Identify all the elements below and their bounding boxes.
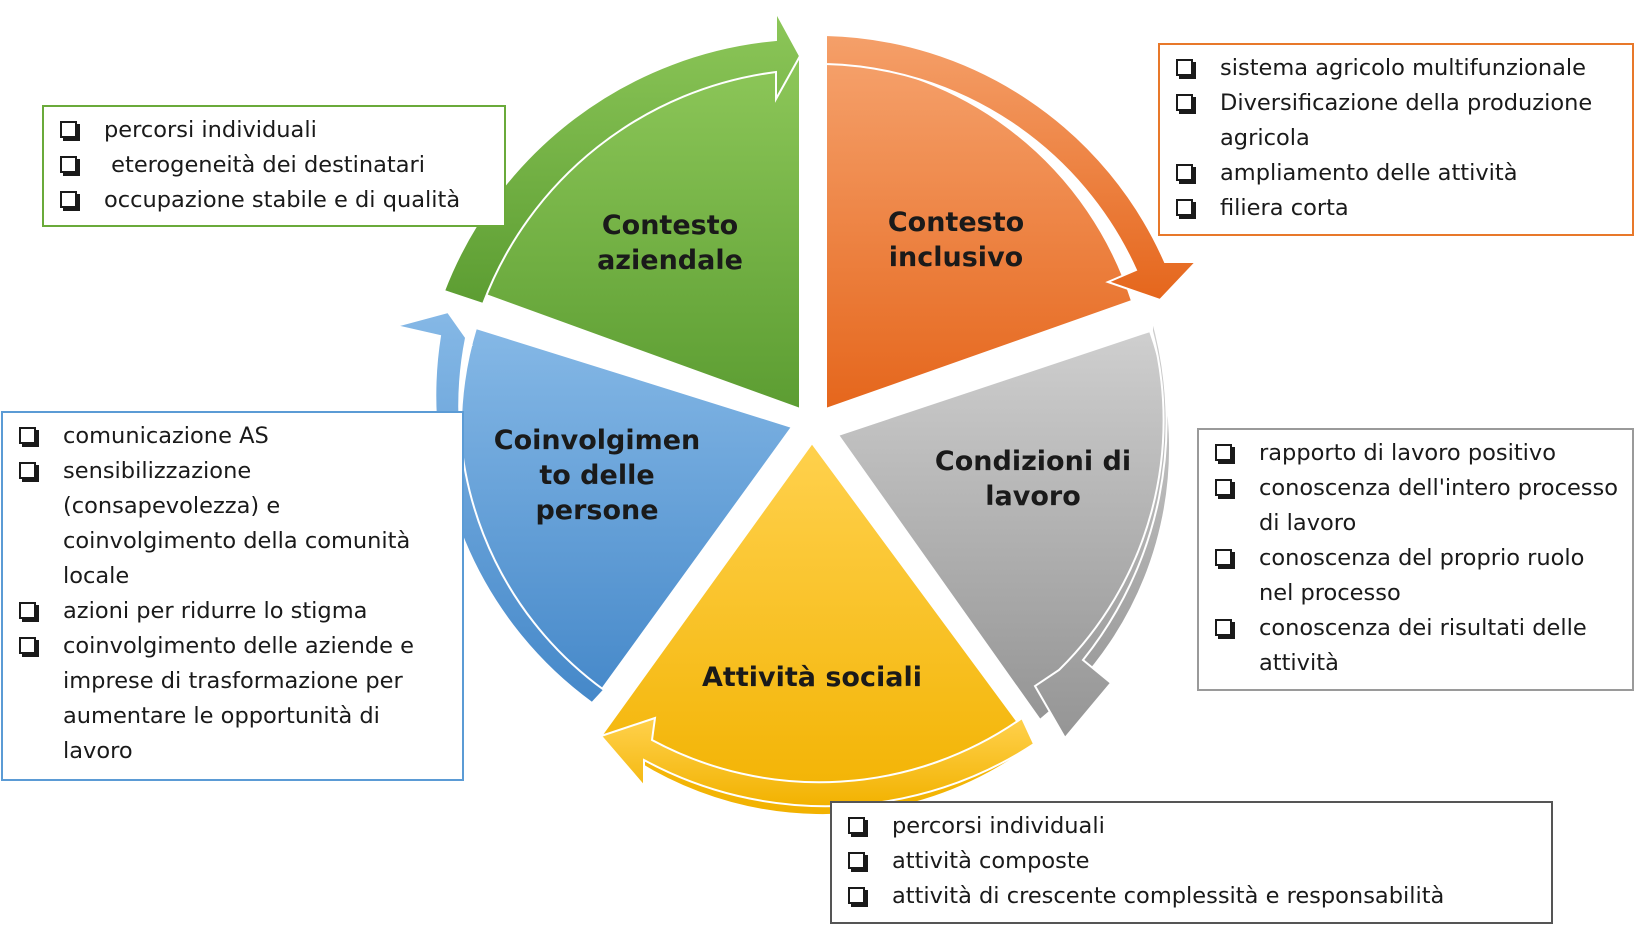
segment-label-coinvolgimento-delle-persone: Coinvolgimen to delle persone	[494, 425, 701, 526]
segment-coinvolgimento-delle-persone	[395, 310, 794, 705]
list-item: attività di crescente complessità e resp…	[848, 879, 1537, 914]
segment-condizioni-di-lavoro	[836, 317, 1172, 740]
segment-label-contesto-aziendale: Contesto aziendale	[597, 210, 743, 276]
checkbox-bullet-icon	[1215, 479, 1232, 496]
list-item: conoscenza dell'intero processo di lavor…	[1215, 471, 1618, 541]
checkbox-bullet-icon	[848, 852, 865, 869]
list-item: Diversificazione della produzione agrico…	[1176, 86, 1618, 156]
segment-contesto-aziendale-arrow	[442, 11, 802, 306]
segment-label-line: Contesto	[888, 207, 1024, 238]
checkbox-bullet-icon	[1215, 619, 1232, 636]
checkbox-bullet-icon	[19, 462, 36, 479]
checkbox-bullet-icon	[19, 602, 36, 619]
list-item: conoscenza del proprio ruolo nel process…	[1215, 541, 1618, 611]
list-item: percorsi individuali	[60, 113, 490, 148]
checkbox-bullet-icon	[19, 427, 36, 444]
segment-label-line: inclusivo	[889, 242, 1023, 273]
segment-attivita-sociali-wedge	[599, 441, 1036, 817]
checkbox-bullet-icon	[1215, 444, 1232, 461]
checkbox-bullet-icon	[60, 156, 77, 173]
segment-label-contesto-inclusivo: Contesto inclusivo	[888, 207, 1024, 273]
segment-label-line: persone	[535, 495, 658, 526]
segment-label-line: Contesto	[602, 210, 738, 241]
segment-label-line: lavoro	[985, 481, 1081, 512]
box-coinvolgimento-delle-persone-list: comunicazione AS sensibilizzazione (cons…	[19, 419, 448, 769]
list-item: rapporto di lavoro positivo	[1215, 436, 1618, 471]
list-item: comunicazione AS	[19, 419, 448, 454]
list-item: conoscenza dei risultati delle attività	[1215, 611, 1618, 681]
segment-contesto-inclusivo-arrow	[825, 33, 1199, 302]
box-contesto-aziendale-list: percorsi individuali eterogeneità dei de…	[60, 113, 490, 218]
box-attivita-sociali-list: percorsi individuali attività composte a…	[848, 809, 1537, 914]
checkbox-bullet-icon	[60, 191, 77, 208]
checkbox-bullet-icon	[848, 817, 865, 834]
box-attivita-sociali: percorsi individuali attività composte a…	[830, 801, 1553, 924]
segment-attivita-sociali	[599, 441, 1036, 817]
checkbox-bullet-icon	[60, 121, 77, 138]
checkbox-bullet-icon	[1176, 59, 1193, 76]
segment-contesto-inclusivo	[825, 33, 1199, 411]
list-item: percorsi individuali	[848, 809, 1537, 844]
list-item: sistema agricolo multifunzionale	[1176, 51, 1618, 86]
segment-label-line: aziendale	[597, 245, 743, 276]
checkbox-bullet-icon	[848, 887, 865, 904]
segment-coinvolgimento-delle-persone-arrow	[395, 310, 606, 705]
box-condizioni-di-lavoro-list: rapporto di lavoro positivo conoscenza d…	[1215, 436, 1618, 681]
segment-label-line: Coinvolgimen	[494, 425, 701, 456]
box-contesto-aziendale: percorsi individuali eterogeneità dei de…	[42, 105, 506, 227]
list-item: filiera corta	[1176, 191, 1618, 226]
segment-label-line: to delle	[539, 460, 654, 491]
segment-label-line: Attività sociali	[702, 662, 922, 693]
checkbox-bullet-icon	[1176, 199, 1193, 216]
checkbox-bullet-icon	[1176, 164, 1193, 181]
checkbox-bullet-icon	[1215, 549, 1232, 566]
segment-contesto-aziendale	[442, 11, 802, 411]
checkbox-bullet-icon	[19, 637, 36, 654]
list-item: coinvolgimento delle aziende e imprese d…	[19, 629, 448, 769]
list-item: ampliamento delle attività	[1176, 156, 1618, 191]
list-item: occupazione stabile e di qualità	[60, 183, 490, 218]
box-coinvolgimento-delle-persone: comunicazione AS sensibilizzazione (cons…	[1, 411, 464, 781]
list-item: attività composte	[848, 844, 1537, 879]
list-item: eterogeneità dei destinatari	[60, 148, 490, 183]
box-contesto-inclusivo-list: sistema agricolo multifunzionale Diversi…	[1176, 51, 1618, 226]
list-item: sensibilizzazione (consapevolezza) e coi…	[19, 454, 448, 594]
segment-label-condizioni-di-lavoro: Condizioni di lavoro	[935, 446, 1131, 512]
list-item: azioni per ridurre lo stigma	[19, 594, 448, 629]
checkbox-bullet-icon	[1176, 94, 1193, 111]
segment-label-line: Condizioni di	[935, 446, 1131, 477]
box-contesto-inclusivo: sistema agricolo multifunzionale Diversi…	[1158, 43, 1634, 236]
segment-condizioni-di-lavoro-arrow	[1033, 317, 1168, 740]
segment-attivita-sociali-arrow	[599, 716, 1036, 808]
box-condizioni-di-lavoro: rapporto di lavoro positivo conoscenza d…	[1197, 428, 1634, 691]
segment-label-attivita-sociali: Attività sociali	[702, 662, 922, 693]
